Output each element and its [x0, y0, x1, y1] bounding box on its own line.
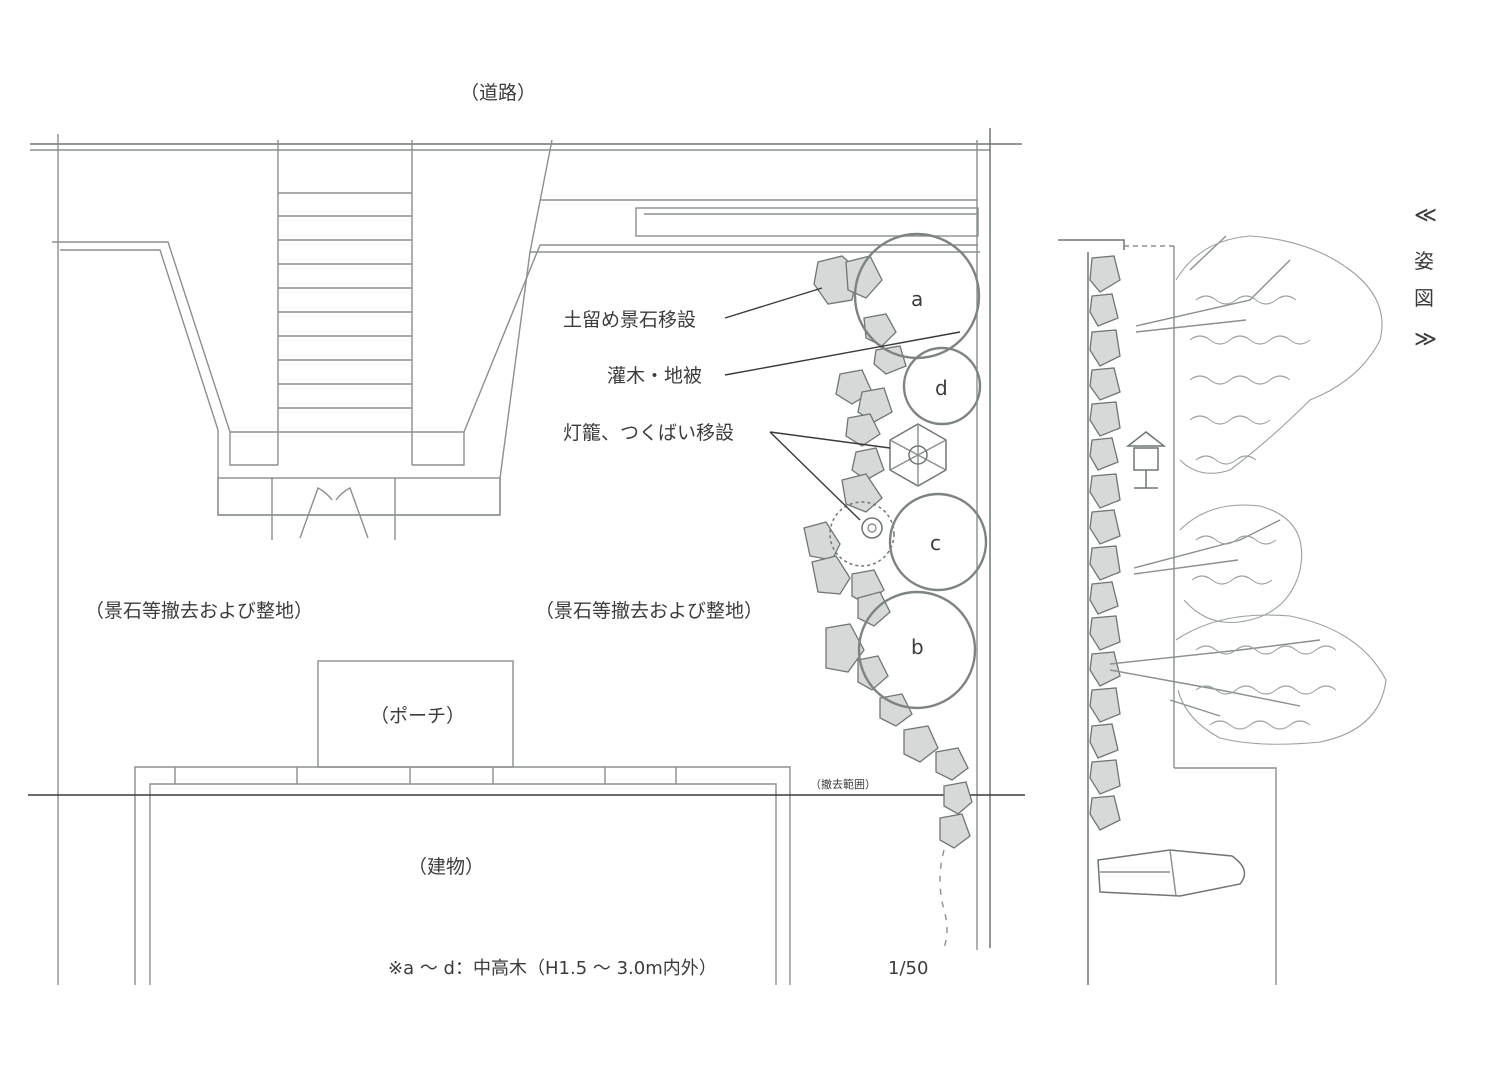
- top-right-strip: [635, 207, 979, 237]
- clear-right-label: （景石等撤去および整地）: [535, 600, 763, 622]
- tree-c-canopy: [888, 492, 988, 592]
- elevation-title-char1: 姿: [1414, 249, 1434, 273]
- removal-range-label: （撤去範囲）: [810, 777, 876, 791]
- elevation-stones: [1089, 255, 1121, 831]
- stone-lantern: [889, 423, 947, 487]
- tree-d-label: d: [935, 376, 948, 400]
- leader-tsukubai: [769, 431, 861, 521]
- tree-c-label: c: [930, 531, 941, 555]
- tree-b-label: b: [911, 635, 924, 659]
- callout-lantern: 灯籠、つくばい移設: [563, 422, 734, 444]
- ground-cover-dashes: [939, 849, 948, 949]
- elevation-title-open: ≪: [1414, 203, 1437, 228]
- elevation-wall-top: [1058, 239, 1125, 250]
- plan-view: a d c b （道路） 土留め景石移設 灌木・地被 灯籠、つくばい移設 （景石…: [28, 82, 1025, 985]
- leader-lantern: [769, 431, 891, 449]
- elevation-title-char2: 図: [1414, 286, 1434, 310]
- building-label: （建物）: [408, 856, 484, 878]
- tree-d-canopy: [902, 346, 982, 426]
- leader-retaining-stones: [724, 287, 823, 319]
- elevation-view: ≪ 姿 図 ≫: [1058, 203, 1437, 985]
- elevation-foliage: [1175, 235, 1387, 745]
- tsukubai-basin: [829, 501, 895, 567]
- tree-a-label: a: [911, 287, 923, 311]
- leader-shrubs: [724, 331, 961, 376]
- callout-shrubs: 灌木・地被: [607, 365, 702, 387]
- scale-label: 1/50: [888, 958, 928, 979]
- tree-b-canopy: [857, 590, 977, 710]
- callout-retaining-stones: 土留め景石移設: [563, 309, 696, 331]
- approach-steps: [230, 140, 464, 465]
- elevation-title-close: ≫: [1414, 327, 1437, 352]
- porch-label: （ポーチ）: [370, 705, 465, 727]
- note-label: ※a 〜 d：中高木（H1.5 〜 3.0m内外）: [388, 958, 717, 979]
- entrance-diagonal: [529, 139, 553, 253]
- gate-door: [217, 477, 501, 540]
- left-bed-outline-inner: [60, 249, 500, 516]
- elevation-building-edge: [1174, 767, 1277, 985]
- elevation-lantern: [1125, 431, 1167, 489]
- clear-left-label: （景石等撤去および整地）: [85, 600, 313, 622]
- building-outline: [134, 766, 791, 985]
- elevation-tree-trunks: [1109, 235, 1321, 717]
- road-label: （道路）: [460, 82, 536, 104]
- right-bed-outline-inner: [499, 251, 980, 515]
- elevation-human-figure: [1097, 849, 1246, 897]
